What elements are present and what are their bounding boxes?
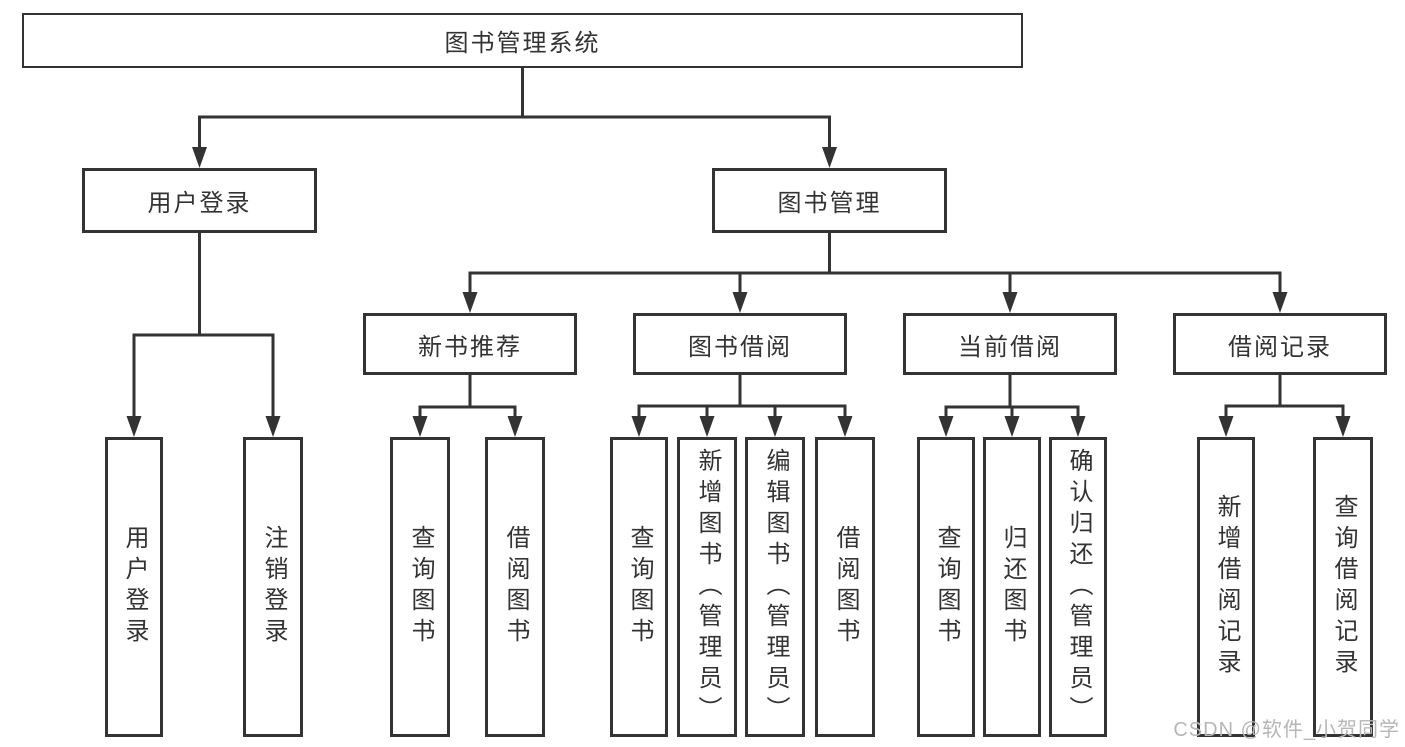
leaf-user-login-label: 用户登录 [121, 525, 148, 649]
connector-currentborrow-to-leaves [944, 373, 1080, 421]
leaf-return-books: 归还图书 [983, 437, 1041, 737]
connector-bookmgmt-to-level3 [468, 231, 1282, 297]
leaf-logout-label: 注销登录 [260, 525, 287, 649]
leaf-borrow-query-books: 查询图书 [610, 437, 668, 737]
leaf-recommend-borrow-books-label: 借阅图书 [502, 525, 529, 649]
node-book-management-label: 图书管理 [777, 190, 882, 217]
node-book-borrow-label: 图书借阅 [688, 333, 792, 361]
arrowheads [126, 147, 1351, 437]
node-new-book-recommend-label: 新书推荐 [418, 333, 522, 361]
connector-userlogin-to-leaves [132, 231, 275, 421]
node-user-login: 用户登录 [82, 168, 317, 233]
watermark: CSDN @软件_小贺同学 [1173, 719, 1400, 741]
node-borrow-records: 借阅记录 [1173, 313, 1387, 375]
connector-newbook-to-leaves [418, 373, 517, 421]
connector-bookborrow-to-leaves [637, 373, 847, 421]
leaf-recommend-query-books-label: 查询图书 [407, 525, 434, 649]
leaf-current-query-books-label: 查询图书 [933, 525, 960, 649]
leaf-edit-books-admin-label: 编辑图书（管理员） [762, 447, 789, 727]
leaf-logout: 注销登录 [243, 437, 303, 737]
leaf-add-books-admin-label: 新增图书（管理员） [694, 447, 721, 727]
node-book-borrow: 图书借阅 [633, 313, 847, 375]
leaf-current-query-books: 查询图书 [917, 437, 975, 737]
leaf-return-books-label: 归还图书 [999, 525, 1026, 649]
leaf-confirm-return-admin-label: 确认归还（管理员） [1065, 447, 1092, 727]
node-current-borrow: 当前借阅 [903, 313, 1117, 375]
leaf-borrow-books: 借阅图书 [815, 437, 875, 737]
leaf-borrow-books-label: 借阅图书 [832, 525, 859, 649]
leaf-add-borrow-record-label: 新增借阅记录 [1213, 494, 1240, 680]
node-current-borrow-label: 当前借阅 [958, 333, 1062, 361]
node-root-label: 图书管理系统 [444, 30, 601, 57]
leaf-add-borrow-record: 新增借阅记录 [1197, 437, 1255, 737]
leaf-recommend-borrow-books: 借阅图书 [485, 437, 545, 737]
node-new-book-recommend: 新书推荐 [363, 313, 577, 375]
leaf-query-borrow-record: 查询借阅记录 [1313, 437, 1373, 737]
node-user-login-label: 用户登录 [147, 190, 252, 217]
leaf-user-login: 用户登录 [105, 437, 163, 737]
connector-root-to-level2 [198, 66, 831, 152]
leaf-edit-books-admin: 编辑图书（管理员） [745, 437, 805, 737]
node-book-management: 图书管理 [712, 168, 947, 233]
leaf-add-books-admin: 新增图书（管理员） [677, 437, 737, 737]
node-root: 图书管理系统 [22, 13, 1023, 68]
leaf-confirm-return-admin: 确认归还（管理员） [1049, 437, 1107, 737]
node-borrow-records-label: 借阅记录 [1228, 333, 1332, 361]
leaf-borrow-query-books-label: 查询图书 [626, 525, 653, 649]
connector-borrowrecords-to-leaves [1224, 373, 1345, 421]
leaf-recommend-query-books: 查询图书 [390, 437, 450, 737]
leaf-query-borrow-record-label: 查询借阅记录 [1330, 494, 1357, 680]
